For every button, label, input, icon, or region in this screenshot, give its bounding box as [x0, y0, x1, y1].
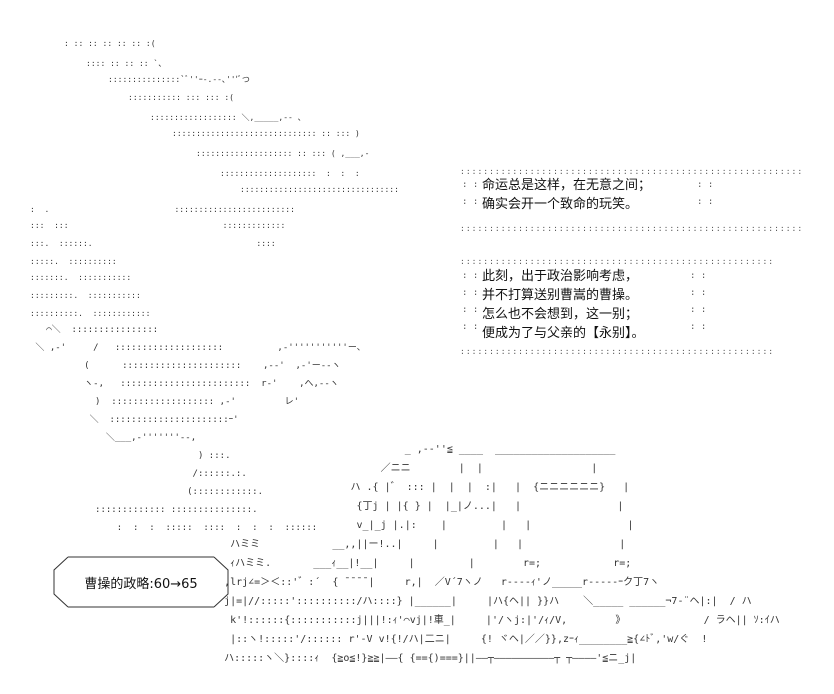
ascii-art-line: ＼ ,-' / :::::::::::::::::::: ,-'''''''''…: [30, 343, 362, 353]
ascii-art-line: :::::::. :::::::::::: [30, 273, 132, 282]
ascii-art-line: :::::::::::::::::::::::::::::: :: ::: ): [172, 129, 360, 138]
ascii-art-line: : : : ::::: :::: : : : ::::::: [30, 523, 318, 533]
stat-box-text: 曹操的政略:60→65: [84, 577, 198, 592]
ascii-art-line: :::::::::. :::::::::::: [30, 291, 141, 300]
ascii-art-line: ハ:::::ヽ＼}::::ｨ {≧o≦!}≧≧|——{ {=={)===}||—…: [200, 653, 637, 664]
narration-line: 命运总是这样，在无意之间；: [482, 178, 652, 193]
ascii-art-line: |::ヽ!:::::'/:::::: r'-V v!{!/ハ|二ニ| {! ヾヘ…: [200, 634, 708, 645]
ascii-art-line: : . :::::::::::::::::::::::::: [30, 205, 295, 214]
narration-line: 并不打算送别曹嵩的曹操。: [482, 288, 639, 303]
ascii-art-line: :::: :: :: :: `、: [86, 59, 167, 68]
ascii-art-line: k'!::::::{:::::::::::j|||!:ｨ'⌒vj|!車_| |'…: [200, 615, 780, 626]
narration-line: 怎么也不会想到，这一别；: [482, 307, 639, 322]
ascii-art-line: :::::::::::::::::::: :: ::: ( ,___,-: [196, 149, 370, 158]
ascii-art-line: j|=|//:::::'::::::::::/ハ::::} |______| |…: [200, 596, 752, 607]
ascii-art-line: ｨハミミ. ___ｨ__|!__| | | r=; r=;: [200, 558, 632, 569]
stat-box-frame: [53, 556, 229, 608]
ascii-art-line: ハ .{ |゛ ::: | | | :| | {ニニニニニニ} |: [200, 482, 630, 493]
ascii-art-line: ,lrj∠=＞＜::'゛:´ { ̄ ̄ ̄ ̄ | r,| ／V´7ヽノ r-…: [200, 577, 660, 588]
narration-line: 便成为了与父亲的【永别】。: [482, 326, 645, 341]
ascii-art-line: ::::::::::. ::::::::::::: [30, 309, 151, 318]
stat-box: 曹操的政略:60→65: [48, 556, 234, 608]
ascii-art-line: :::::. ::::::::::: [30, 257, 117, 266]
ascii-art-line: ) :::.: [30, 451, 231, 461]
ascii-art-line: ( :::::::::::::::::::::: ,--' ,-'ー--ヽ: [30, 361, 341, 371]
ascii-art-line: :::::::::::::::::: ＼,_____,-- 、: [150, 113, 306, 122]
box-2-bottom-border: ::::::::::::::::::::::::::::::::::::::::…: [460, 347, 775, 356]
box-1-bottom-border: ::::::::::::::::::::::::::::::::::::::::…: [460, 224, 804, 233]
narration-line: 此刻，出于政治影响考虑，: [482, 269, 639, 284]
ascii-art-line: ＼ ::::::::::::::::::::::ｰ': [30, 415, 239, 425]
ascii-art-line: ＼___,-'''''''--,: [30, 433, 197, 443]
ascii-art-line: /::::::.:.: [30, 469, 247, 479]
ascii-art-line: ハミミ __,,||ー!..| | | | |: [200, 539, 626, 550]
ascii-art-line: ) ::::::::::::::::::: ,-' レ': [30, 397, 300, 407]
ascii-art-line: ／ニニ | | |: [200, 463, 598, 474]
ascii-art-line: (::::::::::::.: [30, 487, 263, 497]
box-2-top-border: ::::::::::::::::::::::::::::::::::::::::…: [460, 257, 775, 266]
ascii-art-line: :::::::::::::::::::: : : :: [220, 169, 360, 178]
ascii-art-line: ヽ-, :::::::::::::::::::::::: r-' ,へ,--ヽ: [30, 379, 339, 389]
narration-line: 确实会开一个致命的玩笑。: [482, 197, 639, 212]
ascii-art-line: ::::::::::::: :::::::::::::::.: [30, 505, 258, 515]
ascii-art-line: ::::::::::: ::: ::: :(: [128, 93, 234, 102]
ascii-art-line: v_|_j |.|: | | | |: [200, 520, 634, 531]
box-1-top-border: ::::::::::::::::::::::::::::::::::::::::…: [460, 167, 804, 176]
ascii-art-line: :::::::::::::::::::::::::::::::::: [240, 185, 399, 194]
ascii-art-line: {丁j | |{ } | |_|ノ...| | |: [200, 501, 624, 512]
ascii-art-line: :::::::::::::::`ﾞ''ｰ-.--､'''ﾞつ: [108, 75, 250, 84]
ascii-art-line: :::. ::::::. ::::: [30, 239, 276, 248]
ascii-art-line: ::: ::: :::::::::::::: [30, 221, 286, 230]
ascii-art-line: ⌒＼ ::::::::::::::::: [30, 325, 159, 335]
ascii-art-line: : :: :: :: :: :: :(: [64, 39, 156, 48]
ascii-art-line: _ ,--''≦ ____ ____________________: [200, 444, 616, 455]
